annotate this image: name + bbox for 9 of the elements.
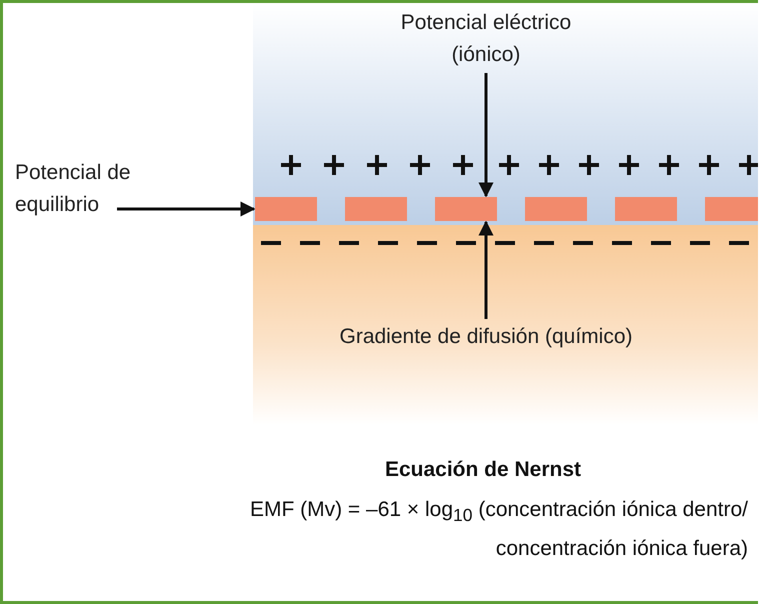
membrane-drawing <box>255 197 758 221</box>
equation-text: EMF (Mv) = –61 × log$_{10}$ (concentración iónica dentro/ concentración iónica fuera) <box>248 497 748 562</box>
leader-arrow <box>117 202 256 216</box>
leader-arrow <box>478 220 494 319</box>
equation-heading: Ecuación de Nernst <box>384 458 582 482</box>
callout-label: Potencial de equilibrio <box>15 157 145 221</box>
leader-arrow <box>478 73 494 198</box>
callout-label: Potencial eléctrico (iónico) <box>386 7 586 71</box>
callout-label: Gradiente de difusión (químico) <box>336 321 636 353</box>
